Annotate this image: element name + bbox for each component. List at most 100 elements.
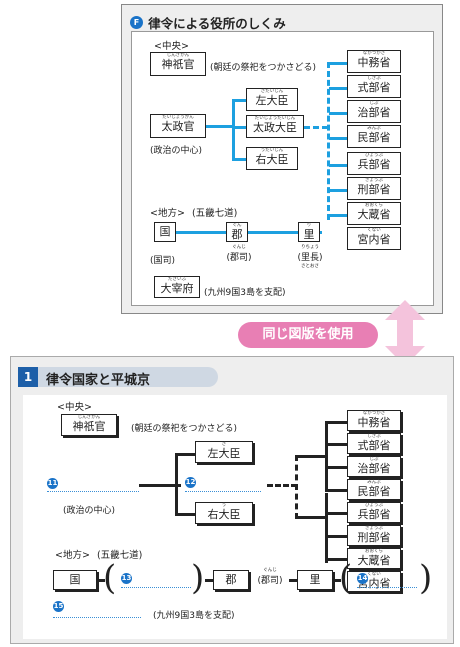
minister-text: 左大臣 (207, 447, 241, 460)
ministry-box: じぶ 治部省 (347, 100, 401, 123)
top-diagram-panel: F 律令による役所のしくみ <中央> じんぎかん 神祇官 (朝廷の祭祀をつかさど… (121, 4, 443, 314)
dazaifu-note: (九州9国3島を支配) (204, 288, 286, 298)
connector (325, 558, 347, 561)
dashed-connector (295, 455, 298, 519)
minister-text: 右大臣 (255, 153, 289, 166)
jingikan-box: じんぎかん 神祇官 (150, 52, 206, 76)
connector (205, 579, 215, 582)
dashed-connector (304, 126, 328, 129)
ministry-box: みんぶ 民部省 (347, 125, 401, 148)
connector (206, 125, 234, 128)
blank15-note: (九州9国3島を支配) (153, 611, 235, 621)
connector (232, 99, 235, 161)
richo-ruby: りちょう (301, 245, 319, 250)
connector (175, 453, 195, 456)
ministry-text: 兵部省 (357, 508, 391, 521)
blank-number-12: 12 (185, 477, 196, 488)
minister-ruby: さだいじん (260, 89, 284, 94)
connector (325, 489, 347, 492)
answer-blank-13[interactable] (121, 587, 191, 588)
minister-text: 左大臣 (255, 94, 289, 107)
connector (329, 164, 347, 167)
answer-blank-12[interactable] (185, 491, 261, 492)
dashed-connector (267, 484, 297, 487)
close-paren: ) (419, 558, 433, 598)
jingikan-ruby: じんぎかん (166, 53, 190, 58)
local-label: <地方> (五畿七道) (55, 547, 142, 561)
ministry-text: 式部省 (357, 81, 391, 94)
same-figure-banner: 同じ図版を使用 (238, 322, 378, 348)
connector (329, 137, 347, 140)
minister-box-right: う 右大臣 (195, 502, 253, 524)
sato-text: 里 (309, 573, 321, 586)
blank-number-11: 11 (47, 478, 58, 489)
minister-box-daijo: だいじょうだいじん 太政大臣 (246, 115, 304, 138)
dazaifu-ruby: だざいふ (168, 277, 186, 282)
ministry-ruby: じぶ (369, 457, 379, 462)
ministry-box: ぎょうぶ 刑部省 (347, 525, 401, 546)
gunji-text: (郡司) (257, 576, 283, 586)
blank-number-15: 15 (53, 601, 64, 612)
answer-blank-11[interactable] (47, 491, 139, 492)
kuni-box: 国 (154, 222, 176, 242)
connector (325, 535, 347, 538)
ministry-ruby: なかつかさ (362, 411, 386, 416)
ministry-text: 民部省 (357, 485, 391, 498)
ministry-ruby: おおくら (365, 203, 383, 208)
dazaifu-text: 大宰府 (160, 282, 194, 295)
open-paren: ( (339, 558, 353, 598)
gun-text: 郡 (231, 228, 243, 241)
ministry-text: 民部省 (357, 131, 391, 144)
ministry-box: ひょうぶ 兵部省 (347, 152, 401, 175)
connector (325, 466, 347, 469)
panel-title: 律令による役所のしくみ (148, 16, 286, 31)
ministry-ruby: おおくら (365, 549, 383, 554)
ministry-text: 宮内省 (357, 577, 391, 590)
sato-box: 里 (297, 570, 333, 590)
ministry-ruby: みんぶ (367, 126, 381, 131)
top-diagram-inner: <中央> じんぎかん 神祇官 (朝廷の祭祀をつかさどる) だいじょうかん 太政官… (131, 31, 434, 306)
sato-ruby: り (306, 223, 312, 228)
minister-ruby: だいじょうだいじん (254, 116, 296, 121)
jingikan-ruby: じんぎかん (77, 415, 101, 420)
local-label-text: <地方> (55, 550, 90, 561)
minister-ruby: さ (221, 442, 227, 447)
connector (232, 158, 246, 161)
minister-text: 右大臣 (207, 508, 241, 521)
gun-box: ぐん 郡 (226, 222, 248, 242)
ministry-ruby: じぶ (369, 101, 379, 106)
bottom-diagram-inner: <中央> じんぎかん 神祇官 (朝廷の祭祀をつかさどる) 11 (政治の中心) … (23, 395, 447, 639)
ministry-text: 大蔵省 (357, 554, 391, 567)
kuni-text: 国 (159, 225, 171, 238)
minister-box-left: さ 左大臣 (195, 441, 253, 463)
ministry-text: 治部省 (357, 462, 391, 475)
connector (297, 516, 327, 519)
ministry-box: しきぶ 式部省 (347, 433, 401, 454)
ministry-box: しきぶ 式部省 (347, 75, 401, 98)
connector (329, 62, 347, 65)
gun-text: 郡 (225, 573, 237, 586)
answer-blank-14[interactable] (357, 587, 417, 588)
connector (175, 513, 195, 516)
connector (325, 493, 328, 563)
minister-ruby: う (221, 503, 227, 508)
richo-text: (里長) (297, 253, 323, 263)
ministry-text: 大蔵省 (357, 208, 391, 221)
connector (325, 421, 328, 491)
minister-box-right: うだいじん 右大臣 (246, 147, 298, 170)
connector (289, 579, 299, 582)
dazaifu-box: だざいふ 大宰府 (154, 276, 200, 298)
dajokan-ruby: だいじょうかん (162, 115, 194, 120)
ministry-ruby: くない (367, 228, 381, 233)
local-label-text: <地方> (150, 208, 185, 219)
connector (325, 421, 347, 424)
section-header: 1 律令国家と平城京 (18, 367, 218, 388)
connector (139, 484, 177, 487)
ministry-ruby: ぎょうぶ (365, 526, 383, 531)
connector (335, 579, 341, 582)
connector (297, 455, 327, 458)
dajokan-note: (政治の中心) (150, 146, 203, 156)
answer-blank-15[interactable] (53, 617, 141, 618)
sato-box: り 里 (298, 222, 320, 242)
minister-box-left: さだいじん 左大臣 (246, 88, 298, 111)
